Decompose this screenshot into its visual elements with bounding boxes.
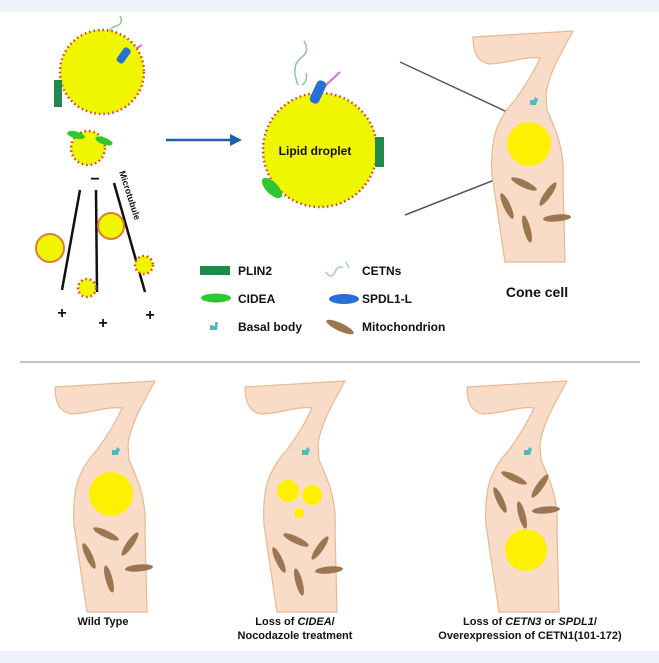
moving-droplet — [133, 254, 155, 276]
small-lipid-droplet — [277, 480, 299, 502]
basal-body-icon — [530, 97, 538, 105]
cidea-icon — [261, 177, 283, 199]
spdl1-icon — [116, 47, 131, 64]
plin2-icon — [375, 137, 384, 167]
lipid-droplet-detail: Lipid droplet — [261, 40, 384, 209]
zoom-line — [399, 61, 519, 118]
moving-droplet — [76, 277, 98, 299]
legend: PLIN2 CETNs CIDEA SPDL1-L Basal body Mit… — [200, 261, 445, 335]
fusing-droplets — [54, 15, 146, 167]
moving-droplet — [35, 233, 65, 263]
plus-end-label: + — [98, 315, 107, 332]
legend-cidea: CIDEA — [238, 292, 276, 306]
plin2-icon — [54, 80, 62, 107]
legend-plin2: PLIN2 — [238, 264, 272, 278]
cone-cell: Cone cell — [472, 30, 574, 300]
loss-cidea-label-line2: Nocodazole treatment — [238, 630, 353, 642]
cetn-icon — [325, 261, 350, 277]
spdl1-icon — [329, 294, 359, 304]
cetn-fragment-icon — [324, 71, 341, 87]
legend-cetns: CETNs — [362, 264, 402, 278]
transition-arrow — [166, 134, 242, 146]
spdl1-icon — [309, 80, 327, 104]
cell-wild-type: Wild Type — [54, 380, 156, 628]
loss-cetn3-label-line2: Overexpression of CETN1(101-172) — [438, 630, 622, 642]
plin2-icon — [200, 266, 230, 275]
small-lipid-droplet — [294, 508, 304, 518]
cidea-icon — [201, 293, 231, 303]
lipid-droplet — [507, 122, 551, 166]
microtubule-label: Microtubule — [117, 170, 142, 222]
top-band — [0, 0, 659, 12]
basal-body-icon — [210, 322, 218, 330]
cone-cell-label: Cone cell — [506, 284, 568, 300]
cetn-icon — [294, 40, 308, 86]
basal-body-icon — [302, 447, 310, 455]
basal-body-icon — [524, 447, 532, 455]
microtubules: − + + + Microtubule — [35, 170, 155, 332]
lipid-droplet — [89, 472, 133, 516]
small-lipid-droplet — [302, 485, 322, 505]
cidea-icon — [95, 136, 113, 146]
legend-spdl1: SPDL1-L — [362, 292, 412, 306]
cell-loss-of-cetn3: Loss of CETN3 or SPDL1/ Overexpression o… — [438, 380, 622, 642]
loss-cidea-label-line1: Loss of CIDEA/ — [255, 616, 334, 628]
basal-body-icon — [112, 447, 120, 455]
bottom-band — [0, 651, 659, 663]
legend-mitochondrion: Mitochondrion — [362, 320, 445, 334]
large-lipid-droplet — [58, 28, 146, 116]
mitochondrion-icon — [326, 319, 354, 335]
cell-loss-of-cidea: Loss of CIDEA/ Nocodazole treatment — [238, 380, 353, 642]
plus-end-label: + — [145, 307, 154, 324]
loss-cetn3-label-line1: Loss of CETN3 or SPDL1/ — [463, 616, 597, 628]
legend-basal-body: Basal body — [238, 320, 302, 334]
lipid-droplet-label: Lipid droplet — [279, 144, 352, 158]
cidea-icon — [67, 130, 85, 140]
moving-droplet — [97, 212, 125, 240]
minus-end-label: − — [90, 171, 99, 188]
plus-end-label: + — [57, 305, 66, 322]
lipid-droplet — [505, 529, 547, 571]
wild-type-label: Wild Type — [77, 616, 128, 628]
